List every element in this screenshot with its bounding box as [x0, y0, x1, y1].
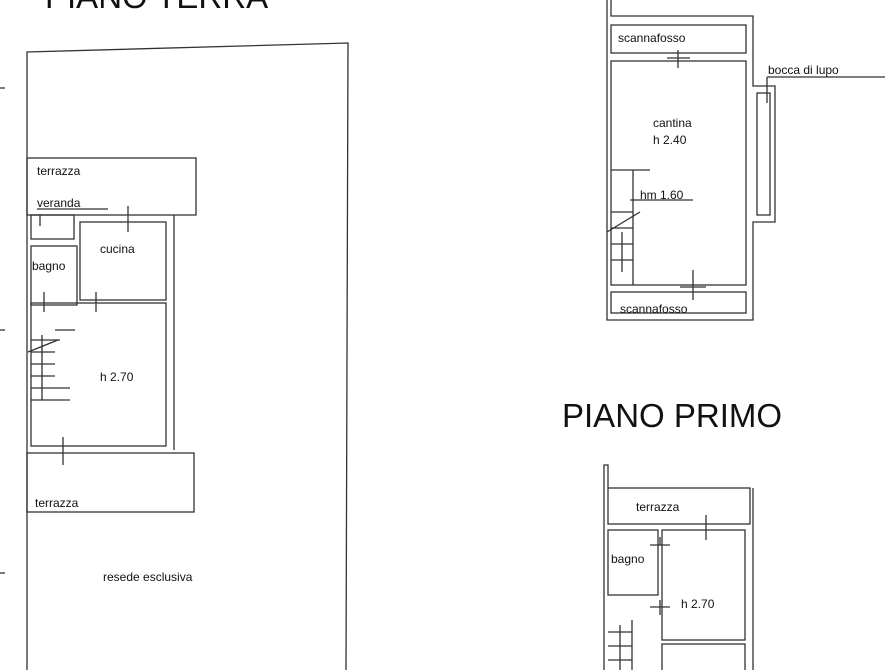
light-well	[756, 92, 771, 216]
cellar-room	[610, 60, 747, 286]
label-height: h 2.70	[100, 370, 134, 384]
label-bagno: bagno	[32, 259, 66, 273]
label-terrazza-primo: terrazza	[636, 500, 680, 514]
bathroom-room	[30, 245, 78, 306]
label-scannafosso-bottom: scannafosso	[620, 302, 688, 316]
label-cucina: cucina	[100, 242, 135, 256]
label-veranda: veranda	[37, 196, 81, 210]
stairs	[606, 170, 641, 285]
label-terrazza-bottom: terrazza	[35, 496, 79, 510]
veranda-area	[30, 214, 75, 240]
title-piano-terra: PIANO TERRA	[45, 0, 268, 15]
label-resede: resede esclusiva	[103, 570, 193, 584]
stairs	[608, 620, 633, 670]
label-scannafosso-top: scannafosso	[618, 31, 686, 45]
label-cellar-height: h 2.40	[653, 133, 687, 147]
label-terrazza: terrazza	[37, 164, 81, 178]
label-bocca-di-lupo: bocca di lupo	[768, 63, 839, 77]
bathroom-room	[607, 529, 659, 596]
basement-plan	[606, 0, 885, 321]
terrace	[607, 487, 751, 525]
ground-floor-plan	[0, 42, 349, 670]
lot-boundary	[26, 42, 349, 670]
label-cantina: cantina	[653, 116, 692, 130]
main-room	[30, 302, 167, 447]
label-bagno-primo: bagno	[611, 552, 645, 566]
label-height-primo: h 2.70	[681, 597, 715, 611]
kitchen-room	[79, 221, 167, 301]
label-min-height: hm 1.60	[640, 188, 684, 202]
terrace-bottom	[26, 452, 195, 513]
trench-bottom	[610, 291, 747, 314]
title-piano-primo: PIANO PRIMO	[562, 397, 782, 434]
room	[661, 529, 746, 641]
first-floor-plan	[603, 464, 754, 670]
stairs	[27, 335, 70, 401]
terrace-top	[26, 157, 197, 216]
